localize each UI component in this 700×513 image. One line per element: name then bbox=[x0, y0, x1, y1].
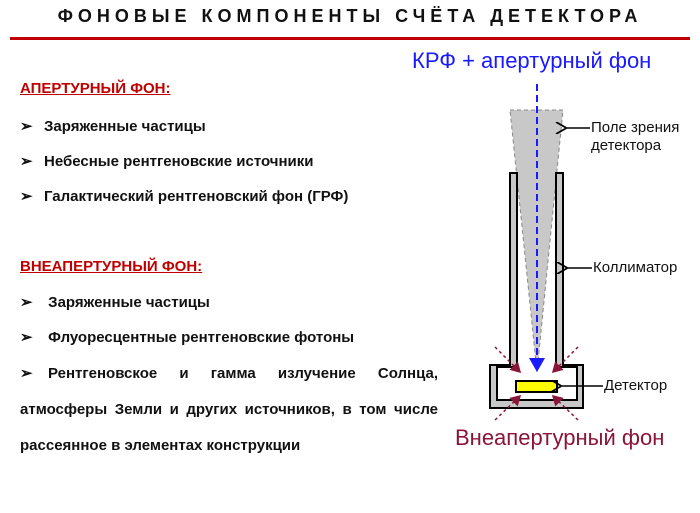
bullet-arrow-icon: ➢ bbox=[20, 153, 33, 170]
bottom-label: Внеапертурный фон bbox=[455, 425, 665, 450]
slide-title: ФОНОВЫЕ КОМПОНЕНТЫ СЧЁТА ДЕТЕКТОРА bbox=[57, 6, 643, 26]
nonaperture-heading: ВНЕАПЕРТУРНЫЙ ФОН: bbox=[20, 258, 203, 275]
bullet-arrow-icon: ➢ bbox=[20, 118, 33, 135]
bullet-arrow-icon: ➢ bbox=[20, 365, 33, 382]
list-item: ➢Небесные рентгеновские источники bbox=[20, 153, 314, 170]
bullet-arrow-icon: ➢ bbox=[20, 294, 33, 311]
title-divider bbox=[10, 37, 690, 40]
list-item: ➢Заряженные частицы bbox=[20, 118, 206, 135]
collimator bbox=[489, 172, 584, 409]
list-item: ➢ Заряженные частицы bbox=[20, 294, 210, 311]
collimator-label: Коллиматор bbox=[593, 259, 678, 276]
top-label: КРФ + апертурный фон bbox=[412, 48, 652, 73]
bullet-arrow-icon: ➢ bbox=[20, 188, 33, 205]
detector-label: Детектор bbox=[604, 377, 668, 394]
list-item: ➢Галактический рентгеновский фон (ГРФ) bbox=[20, 188, 349, 205]
aperture-heading: АПЕРТУРНЫЙ ФОН: bbox=[20, 80, 171, 97]
list-item: ➢Рентгеновское и гамма излучение Солнца,… bbox=[20, 356, 438, 464]
bullet-arrow-icon: ➢ bbox=[20, 329, 33, 346]
list-item: ➢ Флуоресцентные рентгеновские фотоны bbox=[20, 329, 355, 346]
detector-crystal bbox=[515, 380, 558, 393]
